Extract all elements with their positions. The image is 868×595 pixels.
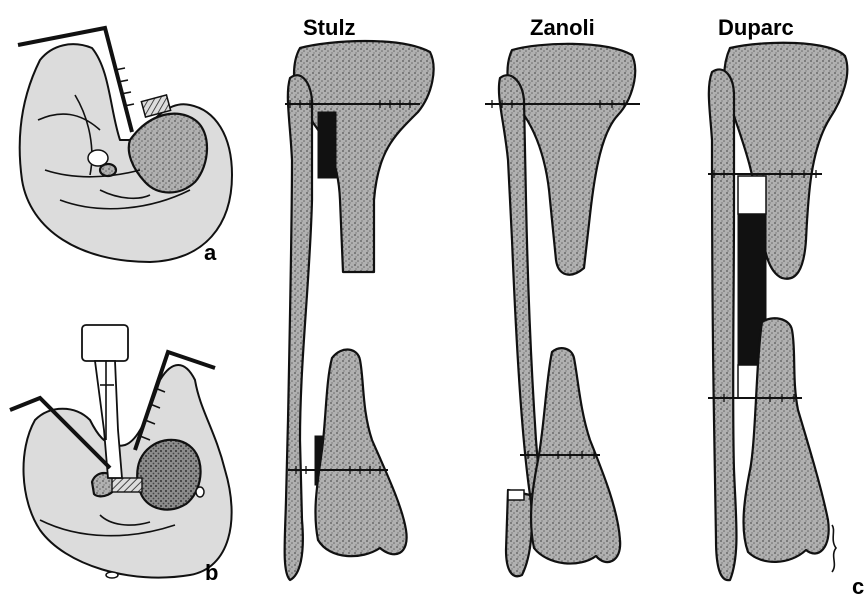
- panel-a-drawing: [18, 28, 232, 262]
- panel-b-label: b: [205, 560, 218, 585]
- panel-c-label: c: [852, 574, 864, 595]
- stulz-proximal-tibia: [294, 41, 434, 272]
- panel-b-tibia-section: [137, 440, 200, 510]
- stulz-fibula: [285, 75, 312, 580]
- stulz-drawing: [285, 41, 434, 580]
- artist-signature: [832, 525, 836, 572]
- stulz-title: Stulz: [303, 15, 356, 40]
- zanoli-fibula: [499, 75, 540, 495]
- zanoli-drawing: [485, 44, 640, 576]
- panel-b-drawing: [10, 325, 232, 578]
- duparc-fibula: [709, 69, 737, 580]
- zanoli-title: Zanoli: [530, 15, 595, 40]
- stulz-distal-tibia: [315, 350, 406, 557]
- duparc-drawing: [708, 43, 847, 580]
- duparc-title: Duparc: [718, 15, 794, 40]
- panel-a-label: a: [204, 240, 217, 265]
